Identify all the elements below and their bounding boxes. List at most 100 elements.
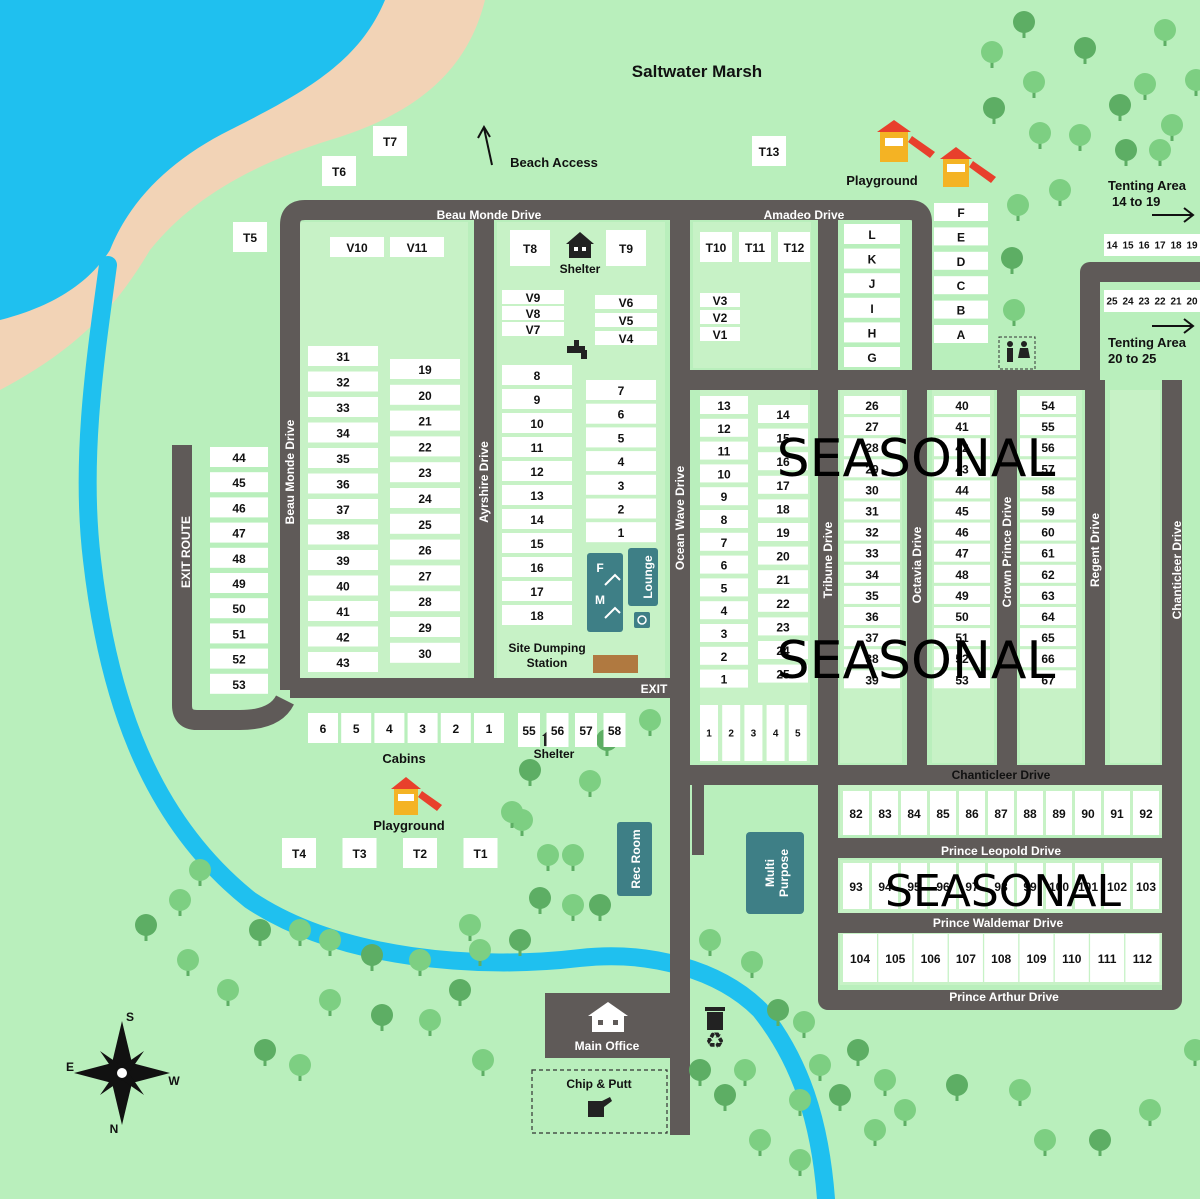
- campsite-59[interactable]: 59: [1020, 501, 1076, 520]
- campsite-4[interactable]: 4: [700, 601, 748, 620]
- campsite-38[interactable]: 38: [308, 524, 378, 545]
- campsite-v6[interactable]: V6: [595, 295, 657, 310]
- campsite-47[interactable]: 47: [210, 522, 268, 543]
- campsite-26[interactable]: 26: [390, 539, 460, 560]
- campsite-t5[interactable]: T5: [233, 222, 267, 252]
- campsite-45[interactable]: 45: [934, 501, 990, 520]
- campsite-103[interactable]: 103: [1133, 863, 1159, 909]
- campsite-83[interactable]: 83: [872, 791, 898, 835]
- campsite-89[interactable]: 89: [1046, 791, 1072, 835]
- campsite-53[interactable]: 53: [210, 673, 268, 694]
- campsite-v8[interactable]: V8: [502, 306, 564, 321]
- campsite-41[interactable]: 41: [308, 601, 378, 621]
- campsite-47[interactable]: 47: [934, 543, 990, 562]
- campsite-107[interactable]: 107: [948, 934, 983, 982]
- campsite-65[interactable]: 65: [1020, 628, 1076, 647]
- campsite-7[interactable]: 7: [700, 532, 748, 551]
- campsite-44[interactable]: 44: [210, 447, 268, 467]
- campsite-4[interactable]: 4: [586, 451, 656, 472]
- campsite-64[interactable]: 64: [1020, 607, 1076, 625]
- campsite-29[interactable]: 29: [844, 459, 900, 478]
- campsite-23[interactable]: 23: [390, 462, 460, 483]
- campsite-3[interactable]: 3: [700, 624, 748, 642]
- campsite-t13[interactable]: T13: [752, 136, 786, 166]
- campsite-43[interactable]: 43: [934, 459, 990, 478]
- campsite-31[interactable]: 31: [844, 501, 900, 520]
- campsite-37[interactable]: 37: [844, 628, 900, 647]
- campsite-v1[interactable]: V1: [700, 327, 740, 342]
- campsite-19[interactable]: 19: [390, 359, 460, 379]
- campsite-58[interactable]: 58: [1020, 480, 1076, 499]
- campsite-24[interactable]: 24: [390, 488, 460, 508]
- campsite-62[interactable]: 62: [1020, 564, 1076, 583]
- campsite-22[interactable]: 22: [390, 436, 460, 457]
- campsite-56[interactable]: 56: [546, 713, 569, 747]
- campsite-2[interactable]: 2: [700, 646, 748, 665]
- campsite-45[interactable]: 45: [210, 472, 268, 493]
- campsite-d[interactable]: D: [934, 251, 988, 270]
- campsite-j[interactable]: J: [844, 273, 900, 294]
- campsite-19[interactable]: 19: [758, 523, 808, 541]
- campsite-1[interactable]: 1: [586, 522, 656, 543]
- campsite-6[interactable]: 6: [700, 555, 748, 574]
- campsite-c[interactable]: C: [934, 276, 988, 295]
- campsite-105[interactable]: 105: [878, 934, 913, 982]
- campsite-95[interactable]: 95: [901, 863, 927, 909]
- campsite-23[interactable]: 23: [758, 617, 808, 636]
- campsite-v9[interactable]: V9: [502, 290, 564, 305]
- campsite-48[interactable]: 48: [934, 564, 990, 583]
- campsite-28[interactable]: 28: [844, 438, 900, 457]
- campsite-8[interactable]: 8: [700, 510, 748, 528]
- campsite-34[interactable]: 34: [844, 564, 900, 583]
- campsite-54[interactable]: 54: [1020, 396, 1076, 414]
- campsite-56[interactable]: 56: [1020, 438, 1076, 457]
- campsite-109[interactable]: 109: [1019, 934, 1054, 982]
- campsite-53[interactable]: 53: [934, 670, 990, 689]
- campsite-22[interactable]: 22: [758, 593, 808, 612]
- campsite-60[interactable]: 60: [1020, 522, 1076, 541]
- campsite-36[interactable]: 36: [308, 473, 378, 494]
- campsite-14[interactable]: 14: [758, 405, 808, 423]
- campsite-18[interactable]: 18: [1168, 234, 1184, 256]
- campsite-20[interactable]: 20: [1184, 290, 1200, 312]
- campsite-67[interactable]: 67: [1020, 670, 1076, 689]
- campsite-18[interactable]: 18: [502, 605, 572, 625]
- campsite-13[interactable]: 13: [502, 485, 572, 505]
- campsite-106[interactable]: 106: [913, 934, 948, 982]
- campsite-16[interactable]: 16: [758, 452, 808, 471]
- campsite-39[interactable]: 39: [308, 550, 378, 570]
- campsite-25[interactable]: 25: [1104, 290, 1120, 312]
- campsite-57[interactable]: 57: [1020, 459, 1076, 478]
- campsite-1[interactable]: 1: [700, 669, 748, 688]
- campsite-24[interactable]: 24: [758, 641, 808, 659]
- campsite-5[interactable]: 5: [341, 713, 372, 743]
- campsite-35[interactable]: 35: [308, 448, 378, 468]
- campsite-52[interactable]: 52: [934, 649, 990, 668]
- campsite-38[interactable]: 38: [844, 649, 900, 668]
- campsite-t8[interactable]: T8: [510, 230, 550, 266]
- campsite-11[interactable]: 11: [502, 437, 572, 457]
- campsite-t11[interactable]: T11: [739, 232, 771, 262]
- campsite-66[interactable]: 66: [1020, 649, 1076, 668]
- campsite-1[interactable]: 1: [474, 713, 504, 743]
- campsite-99[interactable]: 99: [1017, 863, 1043, 909]
- campsite-8[interactable]: 8: [502, 365, 572, 385]
- campsite-20[interactable]: 20: [758, 546, 808, 565]
- campsite-28[interactable]: 28: [390, 591, 460, 612]
- campsite-t3[interactable]: T3: [342, 838, 377, 868]
- campsite-23[interactable]: 23: [1136, 290, 1152, 312]
- campsite-49[interactable]: 49: [934, 585, 990, 604]
- campsite-50[interactable]: 50: [210, 598, 268, 619]
- campsite-30[interactable]: 30: [390, 642, 460, 663]
- campsite-13[interactable]: 13: [700, 396, 748, 414]
- campsite-17[interactable]: 17: [502, 581, 572, 601]
- campsite-9[interactable]: 9: [502, 389, 572, 409]
- campsite-2[interactable]: 2: [586, 498, 656, 519]
- campsite-21[interactable]: 21: [1168, 290, 1184, 312]
- campsite-3[interactable]: 3: [407, 713, 438, 743]
- campsite-10[interactable]: 10: [700, 464, 748, 483]
- campsite-55[interactable]: 55: [1020, 417, 1076, 436]
- campsite-43[interactable]: 43: [308, 652, 378, 672]
- campsite-35[interactable]: 35: [844, 585, 900, 604]
- campsite-v11[interactable]: V11: [390, 237, 444, 257]
